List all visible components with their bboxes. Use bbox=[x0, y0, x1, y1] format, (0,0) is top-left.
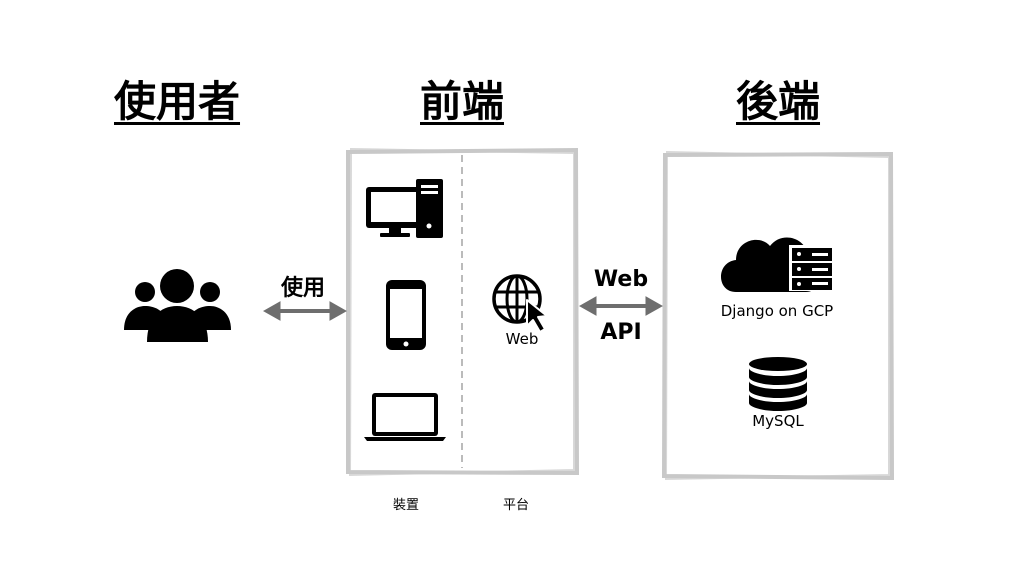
desktop-computer-icon bbox=[366, 179, 443, 238]
database-icon bbox=[749, 357, 807, 411]
frontend-frame bbox=[346, 147, 580, 477]
users-icon bbox=[124, 269, 231, 342]
smartphone-icon bbox=[386, 280, 426, 350]
server-label: Django on GCP bbox=[720, 302, 834, 320]
users-heading: 使用者 bbox=[114, 77, 241, 126]
web-globe-cursor-icon bbox=[492, 274, 548, 333]
cloud-server-icon bbox=[721, 237, 835, 292]
device-caption: 裝置 bbox=[392, 498, 419, 513]
use-label: 使用 bbox=[281, 276, 326, 301]
backend-heading: 後端 bbox=[736, 77, 821, 126]
use-arrow bbox=[262, 301, 348, 321]
web-label: Web bbox=[505, 330, 539, 348]
backend-frame bbox=[661, 150, 895, 481]
api-label-top: Web bbox=[593, 267, 649, 292]
api-label-bottom: API bbox=[600, 320, 642, 345]
api-arrow bbox=[578, 296, 664, 316]
frontend-heading: 前端 bbox=[420, 77, 505, 126]
database-label: MySQL bbox=[752, 412, 804, 430]
platform-caption: 平台 bbox=[502, 498, 529, 513]
laptop-icon bbox=[364, 393, 446, 441]
